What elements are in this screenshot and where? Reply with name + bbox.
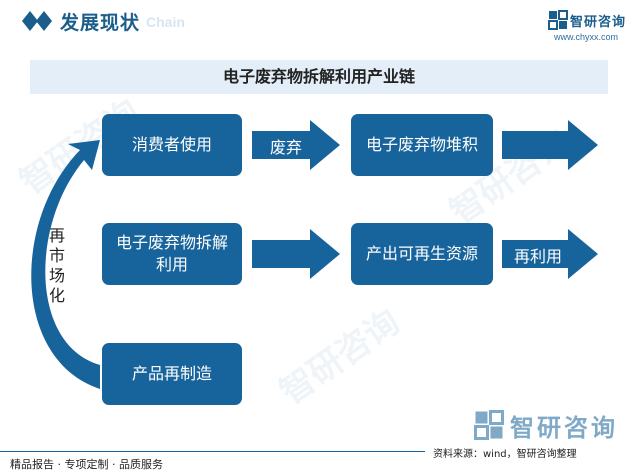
edge-label-discard: 废弃 [270,138,303,157]
diagram-title: 电子废弃物拆解利用产业链 [30,60,608,94]
arrow-reuse [502,229,598,279]
brand-name: 智研咨询 [570,15,627,30]
page-header: 发展现状 Chain 智研咨询 www.chyxx.com [0,0,640,50]
node-remanufacture: 产品再制造 [102,343,242,405]
arrow-dismantle-to-resources [252,229,340,279]
page-title: 发展现状 [60,12,141,34]
arrow-discard [252,120,340,170]
bottom-brand-logo-icon [474,410,504,440]
footer-divider [0,451,425,452]
node-recycled-resources: 产出可再生资源 [351,223,493,285]
bottom-brand-name: 智研咨询 [510,414,618,442]
brand-logo-icon [548,10,568,30]
brand-url: www.chyxx.com [554,32,619,42]
source-note: 资料来源：wind，智研咨询整理 [433,449,577,460]
arrow-remarketing [31,140,100,389]
edge-label-reuse: 再利用 [514,247,563,266]
node-e-waste-pile: 电子废弃物堆积 [351,114,493,176]
brand: 智研咨询 www.chyxx.com [548,8,640,46]
node-e-waste-dismantle: 电子废弃物拆解利用 [102,223,242,285]
page-subtitle: Chain [146,14,185,30]
node-consumer-use: 消费者使用 [102,114,242,176]
edge-label-remarketing: 再市场化 [48,226,65,305]
diamonds-icon [22,11,52,31]
arrow-pile-out [502,120,598,170]
footer-services: 精品报告 · 专项定制 · 品质服务 [10,458,163,471]
